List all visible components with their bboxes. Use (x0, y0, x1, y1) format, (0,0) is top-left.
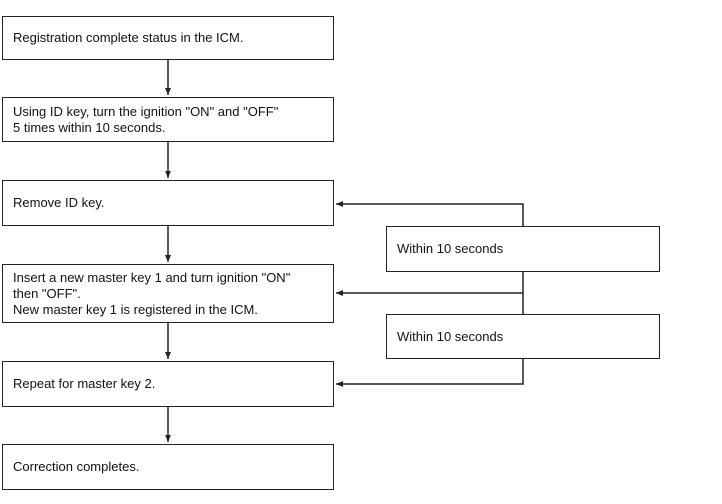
step-repeat-master-key-2: Repeat for master key 2. (2, 361, 334, 407)
step-remove-id-key-text: Remove ID key. (13, 195, 105, 210)
arrow-timer2-to-step5 (336, 358, 524, 387)
step-ignition-cycle-text: Using ID key, turn the ignition "ON" and… (13, 103, 279, 135)
timer-box-1-text: Within 10 seconds (397, 241, 504, 256)
step-ignition-cycle: Using ID key, turn the ignition "ON" and… (2, 97, 334, 142)
step-insert-master-key-1-text: Insert a new master key 1 and turn ignit… (13, 269, 291, 317)
step-correction-completes-text: Correction completes. (13, 459, 140, 474)
timer-box-1: Within 10 seconds (386, 226, 660, 272)
step-remove-id-key: Remove ID key. (2, 180, 334, 226)
step-registration-complete: Registration complete status in the ICM. (2, 16, 334, 60)
arrow-timer1-to-step3 (336, 201, 524, 226)
timer-box-2: Within 10 seconds (386, 314, 660, 359)
step-correction-completes: Correction completes. (2, 444, 334, 490)
timer-box-2-text: Within 10 seconds (397, 328, 504, 344)
step-repeat-master-key-2-text: Repeat for master key 2. (13, 376, 156, 391)
step-registration-complete-text: Registration complete status in the ICM. (13, 30, 244, 45)
step-insert-master-key-1: Insert a new master key 1 and turn ignit… (2, 264, 334, 323)
